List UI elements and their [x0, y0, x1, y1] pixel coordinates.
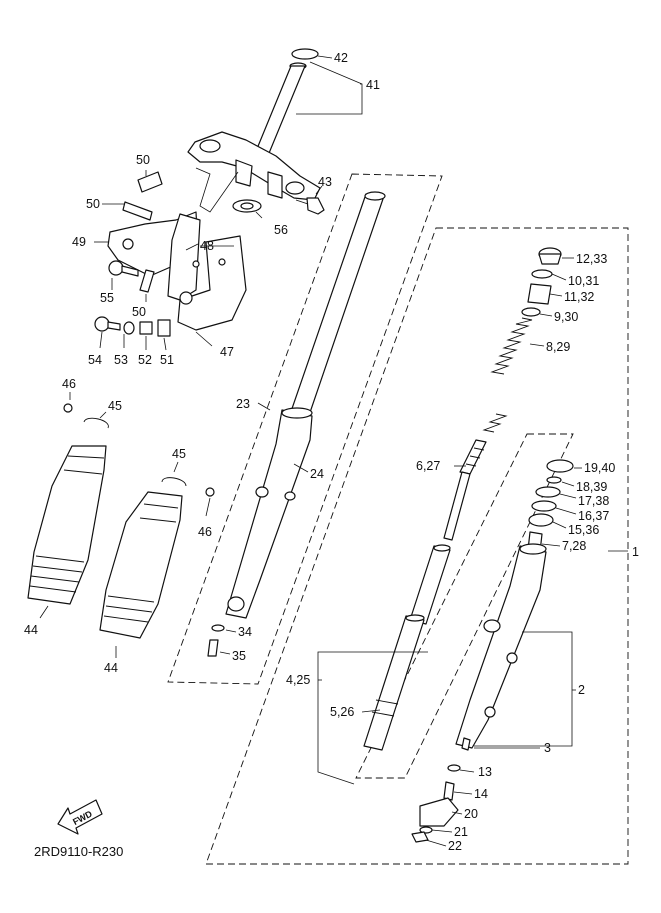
- callout-45-right: 45: [172, 447, 186, 461]
- callout-13: 13: [478, 765, 492, 779]
- inner-tube-23: [285, 191, 386, 431]
- fork-boot-right: [99, 491, 183, 639]
- callout-1: 1: [632, 545, 639, 559]
- o-ring-10: [531, 269, 553, 279]
- callout-4-25: 4,25: [286, 673, 310, 687]
- outer-tube-24: [225, 407, 313, 619]
- callout-2: 2: [578, 683, 585, 697]
- callout-5-26: 5,26: [330, 705, 354, 719]
- callout-46-right: 46: [198, 525, 212, 539]
- callout-23: 23: [236, 397, 250, 411]
- callout-53: 53: [114, 353, 128, 367]
- group-box-2: [355, 433, 574, 779]
- callout-21: 21: [454, 825, 468, 839]
- callout-20: 20: [464, 807, 478, 821]
- group-box-23: [167, 173, 443, 685]
- callout-19-40: 19,40: [584, 461, 615, 475]
- fork-spring-8: [482, 317, 533, 433]
- callout-8-29: 8,29: [546, 340, 570, 354]
- callout-11-32: 11,32: [564, 290, 594, 304]
- washer-9: [521, 307, 541, 317]
- callout-6-27: 6,27: [416, 459, 440, 473]
- inner-tube-4: [409, 544, 451, 625]
- steering-stem: [187, 48, 321, 201]
- callout-47: 47: [220, 345, 234, 359]
- callout-18-39: 18,39: [576, 480, 607, 494]
- damper-rod-6: [443, 439, 487, 541]
- headlight-stay-48: [167, 213, 247, 331]
- callout-50-top: 50: [136, 153, 150, 167]
- callout-49: 49: [72, 235, 86, 249]
- callout-15-36: 15,36: [568, 523, 599, 537]
- fork-boot-left: [27, 445, 107, 605]
- callout-45-left: 45: [108, 399, 122, 413]
- callout-12-33: 12,33: [576, 252, 607, 266]
- rubber-block-50: [122, 171, 163, 221]
- callout-48: 48: [200, 239, 214, 253]
- callout-14: 14: [474, 787, 488, 801]
- callout-52: 52: [138, 353, 152, 367]
- callout-54: 54: [88, 353, 102, 367]
- bracket-parts-51-54: [94, 316, 171, 337]
- callout-10-31: 10,31: [568, 274, 599, 288]
- callout-9-30: 9,30: [554, 310, 578, 324]
- callout-16-37: 16,37: [578, 509, 609, 523]
- callout-22: 22: [448, 839, 462, 853]
- callout-35: 35: [232, 649, 246, 663]
- callout-44-left: 44: [24, 623, 38, 637]
- collar-56: [232, 199, 262, 213]
- callout-44-right: 44: [104, 661, 118, 675]
- callout-50-left: 50: [86, 197, 100, 211]
- leader-lines: [39, 55, 628, 847]
- stud-bolt-3: [461, 737, 471, 751]
- callout-17-38: 17,38: [578, 494, 609, 508]
- group-box-1: [205, 227, 629, 865]
- seal-parts-15-19: [528, 459, 574, 527]
- callout-51: 51: [160, 353, 174, 367]
- callout-24: 24: [310, 467, 324, 481]
- cap-bolt-12: [538, 247, 562, 265]
- axle-holder-parts-13-22: [411, 764, 461, 843]
- bolt-34-35: [207, 624, 225, 657]
- spacer-50c: [139, 269, 155, 293]
- callout-56: 56: [274, 223, 288, 237]
- collar-11: [527, 283, 552, 305]
- fwd-arrow-icon: FWD: [57, 799, 103, 835]
- callout-labels: 42 41 43 56 50 50 49 48 55 50 54 53 52 5…: [24, 51, 639, 853]
- callout-42: 42: [334, 51, 348, 65]
- fork-slide-5: [363, 614, 425, 751]
- callout-50-mid: 50: [132, 305, 146, 319]
- callout-41: 41: [366, 78, 380, 92]
- bolt-43: [295, 197, 325, 215]
- callout-55: 55: [100, 291, 114, 305]
- callout-7-28: 7,28: [562, 539, 586, 553]
- callout-43: 43: [318, 175, 332, 189]
- outer-tube-2: [455, 543, 547, 749]
- callout-46-left: 46: [62, 377, 76, 391]
- bolt-55: [108, 260, 139, 277]
- diagram-code: 2RD9110-R230: [34, 844, 123, 859]
- clip-45-46: [63, 403, 215, 497]
- callout-3: 3: [544, 741, 551, 755]
- callout-34: 34: [238, 625, 252, 639]
